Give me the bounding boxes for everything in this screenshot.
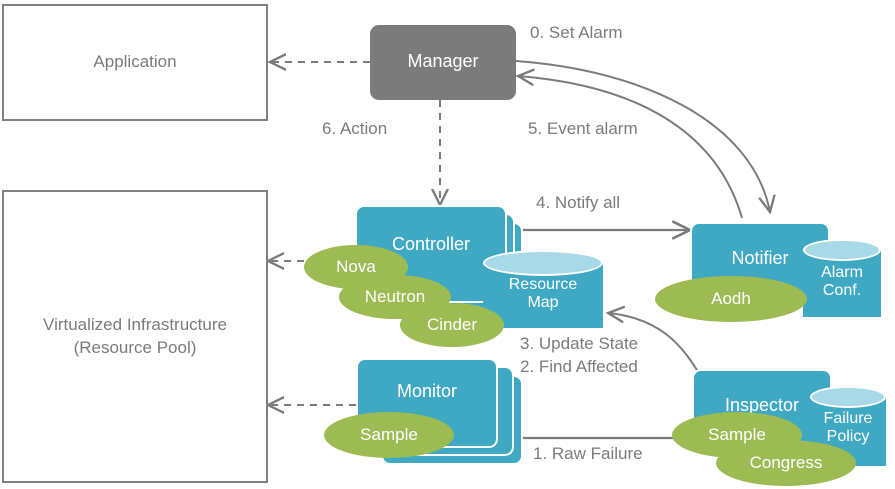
connector-inspector-to-resource-map <box>608 313 701 376</box>
project-nova[interactable]: Nova <box>304 245 408 289</box>
inspector-node-label: Inspector <box>724 395 800 415</box>
project-sample-inspector-label: Sample <box>708 425 766 444</box>
flow-label-notify-all: 4. Notify all <box>536 193 621 212</box>
connector-manager-to-notifier-set-alarm <box>515 60 770 212</box>
manager-node[interactable] <box>370 25 516 100</box>
project-congress-label: Congress <box>749 453 823 472</box>
project-aodh-label: Aodh <box>711 289 751 308</box>
monitor-node-label: Monitor <box>396 381 458 401</box>
failure-policy-cylinder-top <box>810 386 886 408</box>
project-aodh[interactable]: Aodh <box>655 276 807 322</box>
failure-policy-datastore[interactable]: Failure Policy <box>810 386 886 478</box>
flow-label-action: 6. Action <box>322 119 388 138</box>
alarm-conf-cylinder-top <box>803 239 881 261</box>
alarm-conf-cylinder-bottom <box>803 295 881 317</box>
project-sample-monitor-label: Sample <box>360 425 418 444</box>
failure-policy-label: Failure Policy <box>823 410 873 446</box>
flow-label-raw-failure: 1. Raw Failure <box>533 444 643 463</box>
project-cinder[interactable]: Cinder <box>400 303 504 347</box>
application-box-label: Application <box>93 52 177 72</box>
project-congress[interactable]: Congress <box>716 440 856 486</box>
flow-label-update-state-find-affected: 3. Update State 2. Find Affected <box>520 334 639 376</box>
infrastructure-box[interactable]: Virtualized Infrastructure (Resource Poo… <box>2 190 268 483</box>
application-box[interactable]: Application <box>2 4 268 121</box>
manager-node-label: Manager <box>407 51 479 71</box>
project-neutron[interactable]: Neutron <box>339 275 451 319</box>
notifier-node-label: Notifier <box>731 248 789 268</box>
connector-notifier-to-manager-event-alarm <box>518 76 743 219</box>
alarm-conf-label: Alarm Conf. <box>821 264 863 300</box>
project-cinder-label: Cinder <box>426 315 478 334</box>
alarm-conf-datastore[interactable]: Alarm Conf. <box>803 239 881 329</box>
infrastructure-box-label: Virtualized Infrastructure (Resource Poo… <box>43 314 227 357</box>
flow-label-event-alarm: 5. Event alarm <box>528 119 638 138</box>
resource-map-cylinder-top <box>483 250 603 276</box>
controller-node-label: Controller <box>391 234 471 254</box>
resource-map-label: Resource Map <box>508 276 578 312</box>
project-neutron-label: Neutron <box>364 287 426 306</box>
project-sample-monitor[interactable]: Sample <box>324 412 454 458</box>
flow-label-set-alarm: 0. Set Alarm <box>530 23 623 42</box>
project-nova-label: Nova <box>336 257 376 276</box>
